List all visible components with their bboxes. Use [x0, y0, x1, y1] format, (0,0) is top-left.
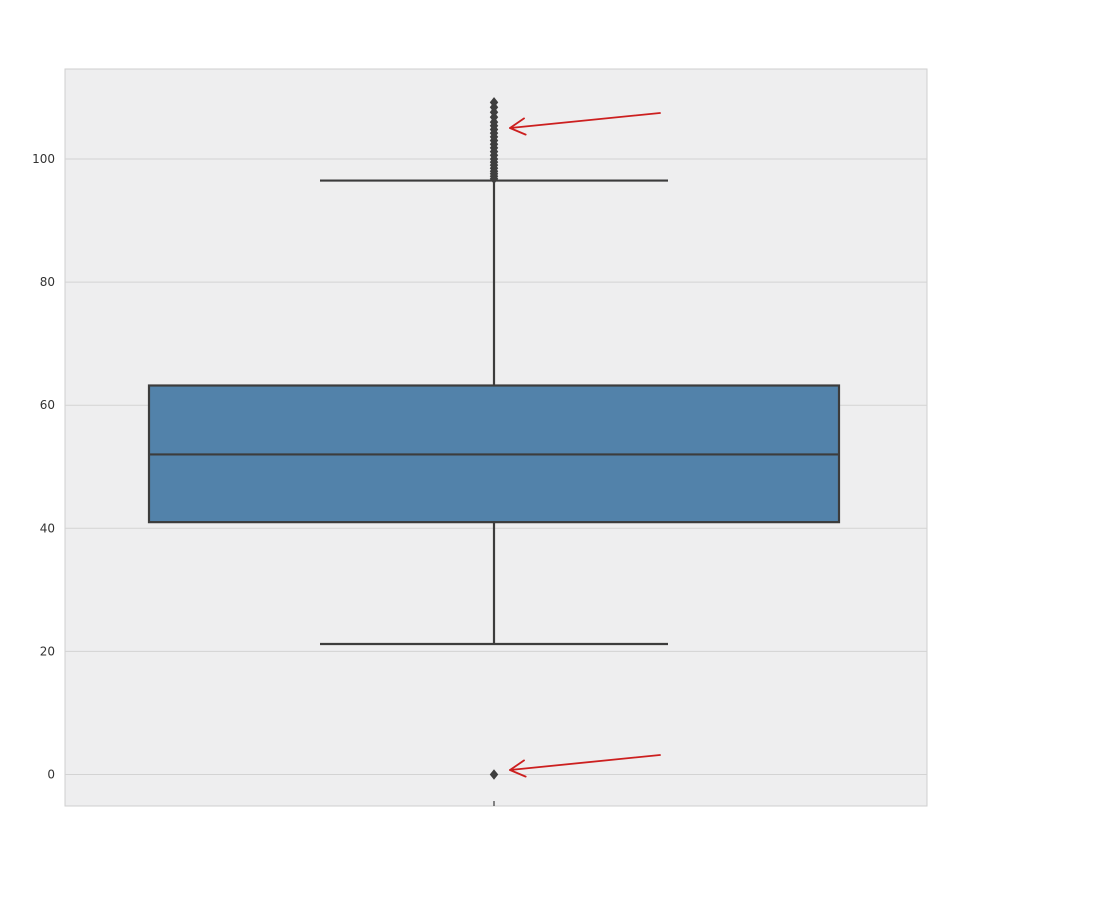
- y-tick-label-40: 40: [40, 521, 55, 535]
- arrow-lower-outlier-shaft: [509, 754, 661, 771]
- y-tick-label-20: 20: [40, 644, 55, 658]
- outlier-point-0: [489, 769, 499, 780]
- arrow-upper-outliers-head: [509, 117, 527, 136]
- y-axis-ticks: 0 20 40 60 80 100: [32, 152, 495, 806]
- y-tick-label-80: 80: [40, 275, 55, 289]
- y-tick-label-0: 0: [47, 768, 55, 782]
- arrow-lower-outlier: [509, 754, 661, 778]
- y-tick-label-60: 60: [40, 398, 55, 412]
- arrow-lower-outlier-head: [509, 759, 527, 778]
- arrow-upper-outliers-shaft: [509, 112, 661, 129]
- box-element: [147, 179, 841, 646]
- outlier-points: [489, 97, 499, 780]
- y-tick-label-100: 100: [32, 152, 55, 166]
- arrow-upper-outliers: [509, 112, 661, 136]
- outlier-point-22: [489, 97, 499, 108]
- annotation-arrows: [509, 112, 661, 778]
